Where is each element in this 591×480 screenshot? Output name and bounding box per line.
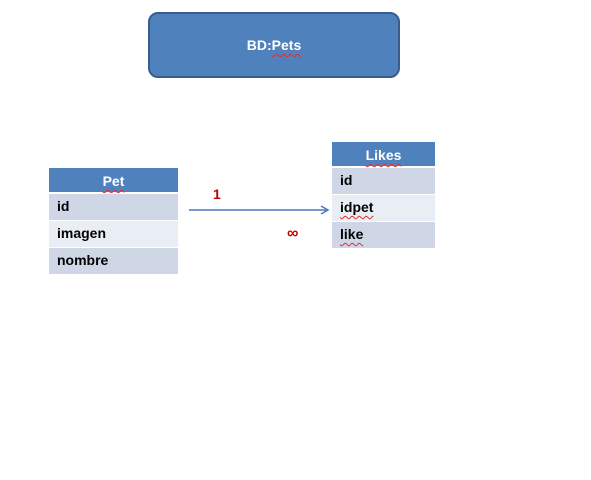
pet-field-nombre[interactable]: nombre: [49, 248, 178, 275]
likes-field-like[interactable]: like: [332, 222, 435, 249]
likes-table-name: Likes: [365, 147, 402, 163]
pet-table-name: Pet: [102, 173, 125, 189]
pet-table[interactable]: Pet id imagen nombre: [49, 168, 178, 275]
pet-table-header: Pet: [49, 168, 178, 194]
likes-table-header: Likes: [332, 142, 435, 168]
database-title-name: Pets: [271, 37, 302, 53]
cardinality-one-label: 1: [213, 186, 221, 202]
likes-field-id[interactable]: id: [332, 168, 435, 195]
pet-field-imagen[interactable]: imagen: [49, 221, 178, 248]
likes-field-like-label: like: [340, 226, 364, 242]
cardinality-many-label: ∞: [287, 225, 299, 242]
pet-field-id[interactable]: id: [49, 194, 178, 221]
database-title-prefix: BD:: [246, 37, 272, 53]
likes-field-idpet[interactable]: idpet: [332, 195, 435, 222]
database-title-box: BD: Pets: [148, 12, 400, 78]
likes-table[interactable]: Likes id idpet like: [332, 142, 435, 249]
likes-field-idpet-label: idpet: [340, 199, 374, 215]
